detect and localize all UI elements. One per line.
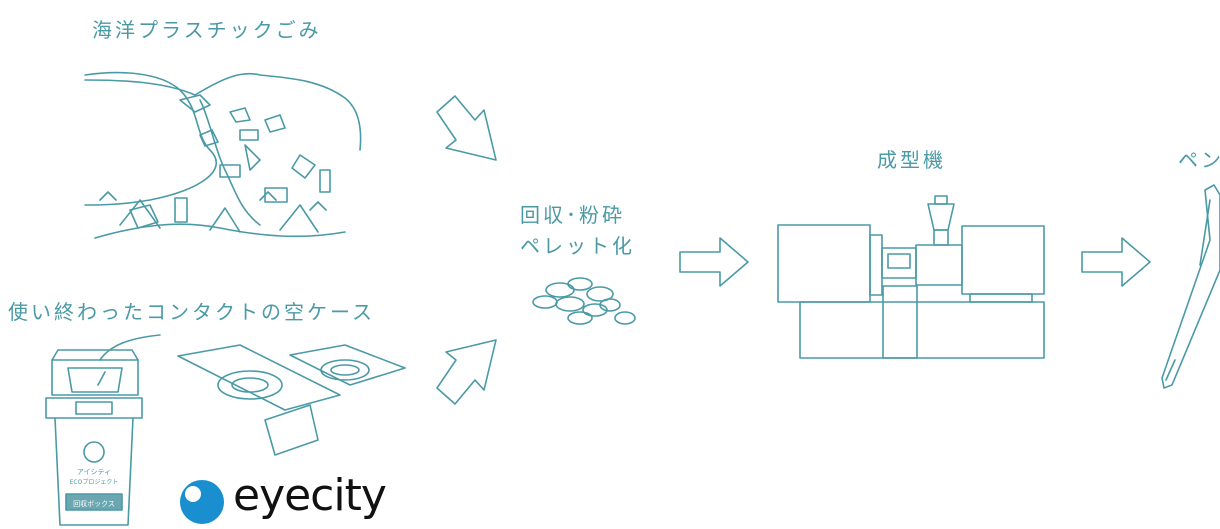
pen-label: ペン [1178,148,1220,172]
bin-project-line1: アイシティ [77,468,111,476]
eyecity-logo-text: eyecity [233,470,387,521]
lens-case-illustration [177,344,406,456]
molding-machine-label: 成型機 [877,148,946,172]
ocean-waste-illustration [84,71,362,239]
arrow-right-2 [1081,237,1151,287]
arrow-right-1 [679,237,749,287]
bin-project-line2: ECOプロジェクト [70,479,119,486]
pen-illustration [1161,184,1220,389]
pellets-illustration [532,277,636,325]
molding-machine-illustration [777,195,1045,359]
collection-bin-illustration [45,334,161,526]
ocean-waste-label: 海洋プラスチックごみ [92,18,322,42]
arrow-diagonal-up [436,339,497,405]
eyecity-logo-mark [180,480,224,524]
collect-crush-label: 回収･粉砕 [520,203,625,227]
bin-box-label: 回収ボックス [73,500,115,508]
contact-cases-label: 使い終わったコンタクトの空ケース [8,300,375,324]
arrow-diagonal-down [436,95,497,161]
pellet-label: ペレット化 [520,234,635,258]
